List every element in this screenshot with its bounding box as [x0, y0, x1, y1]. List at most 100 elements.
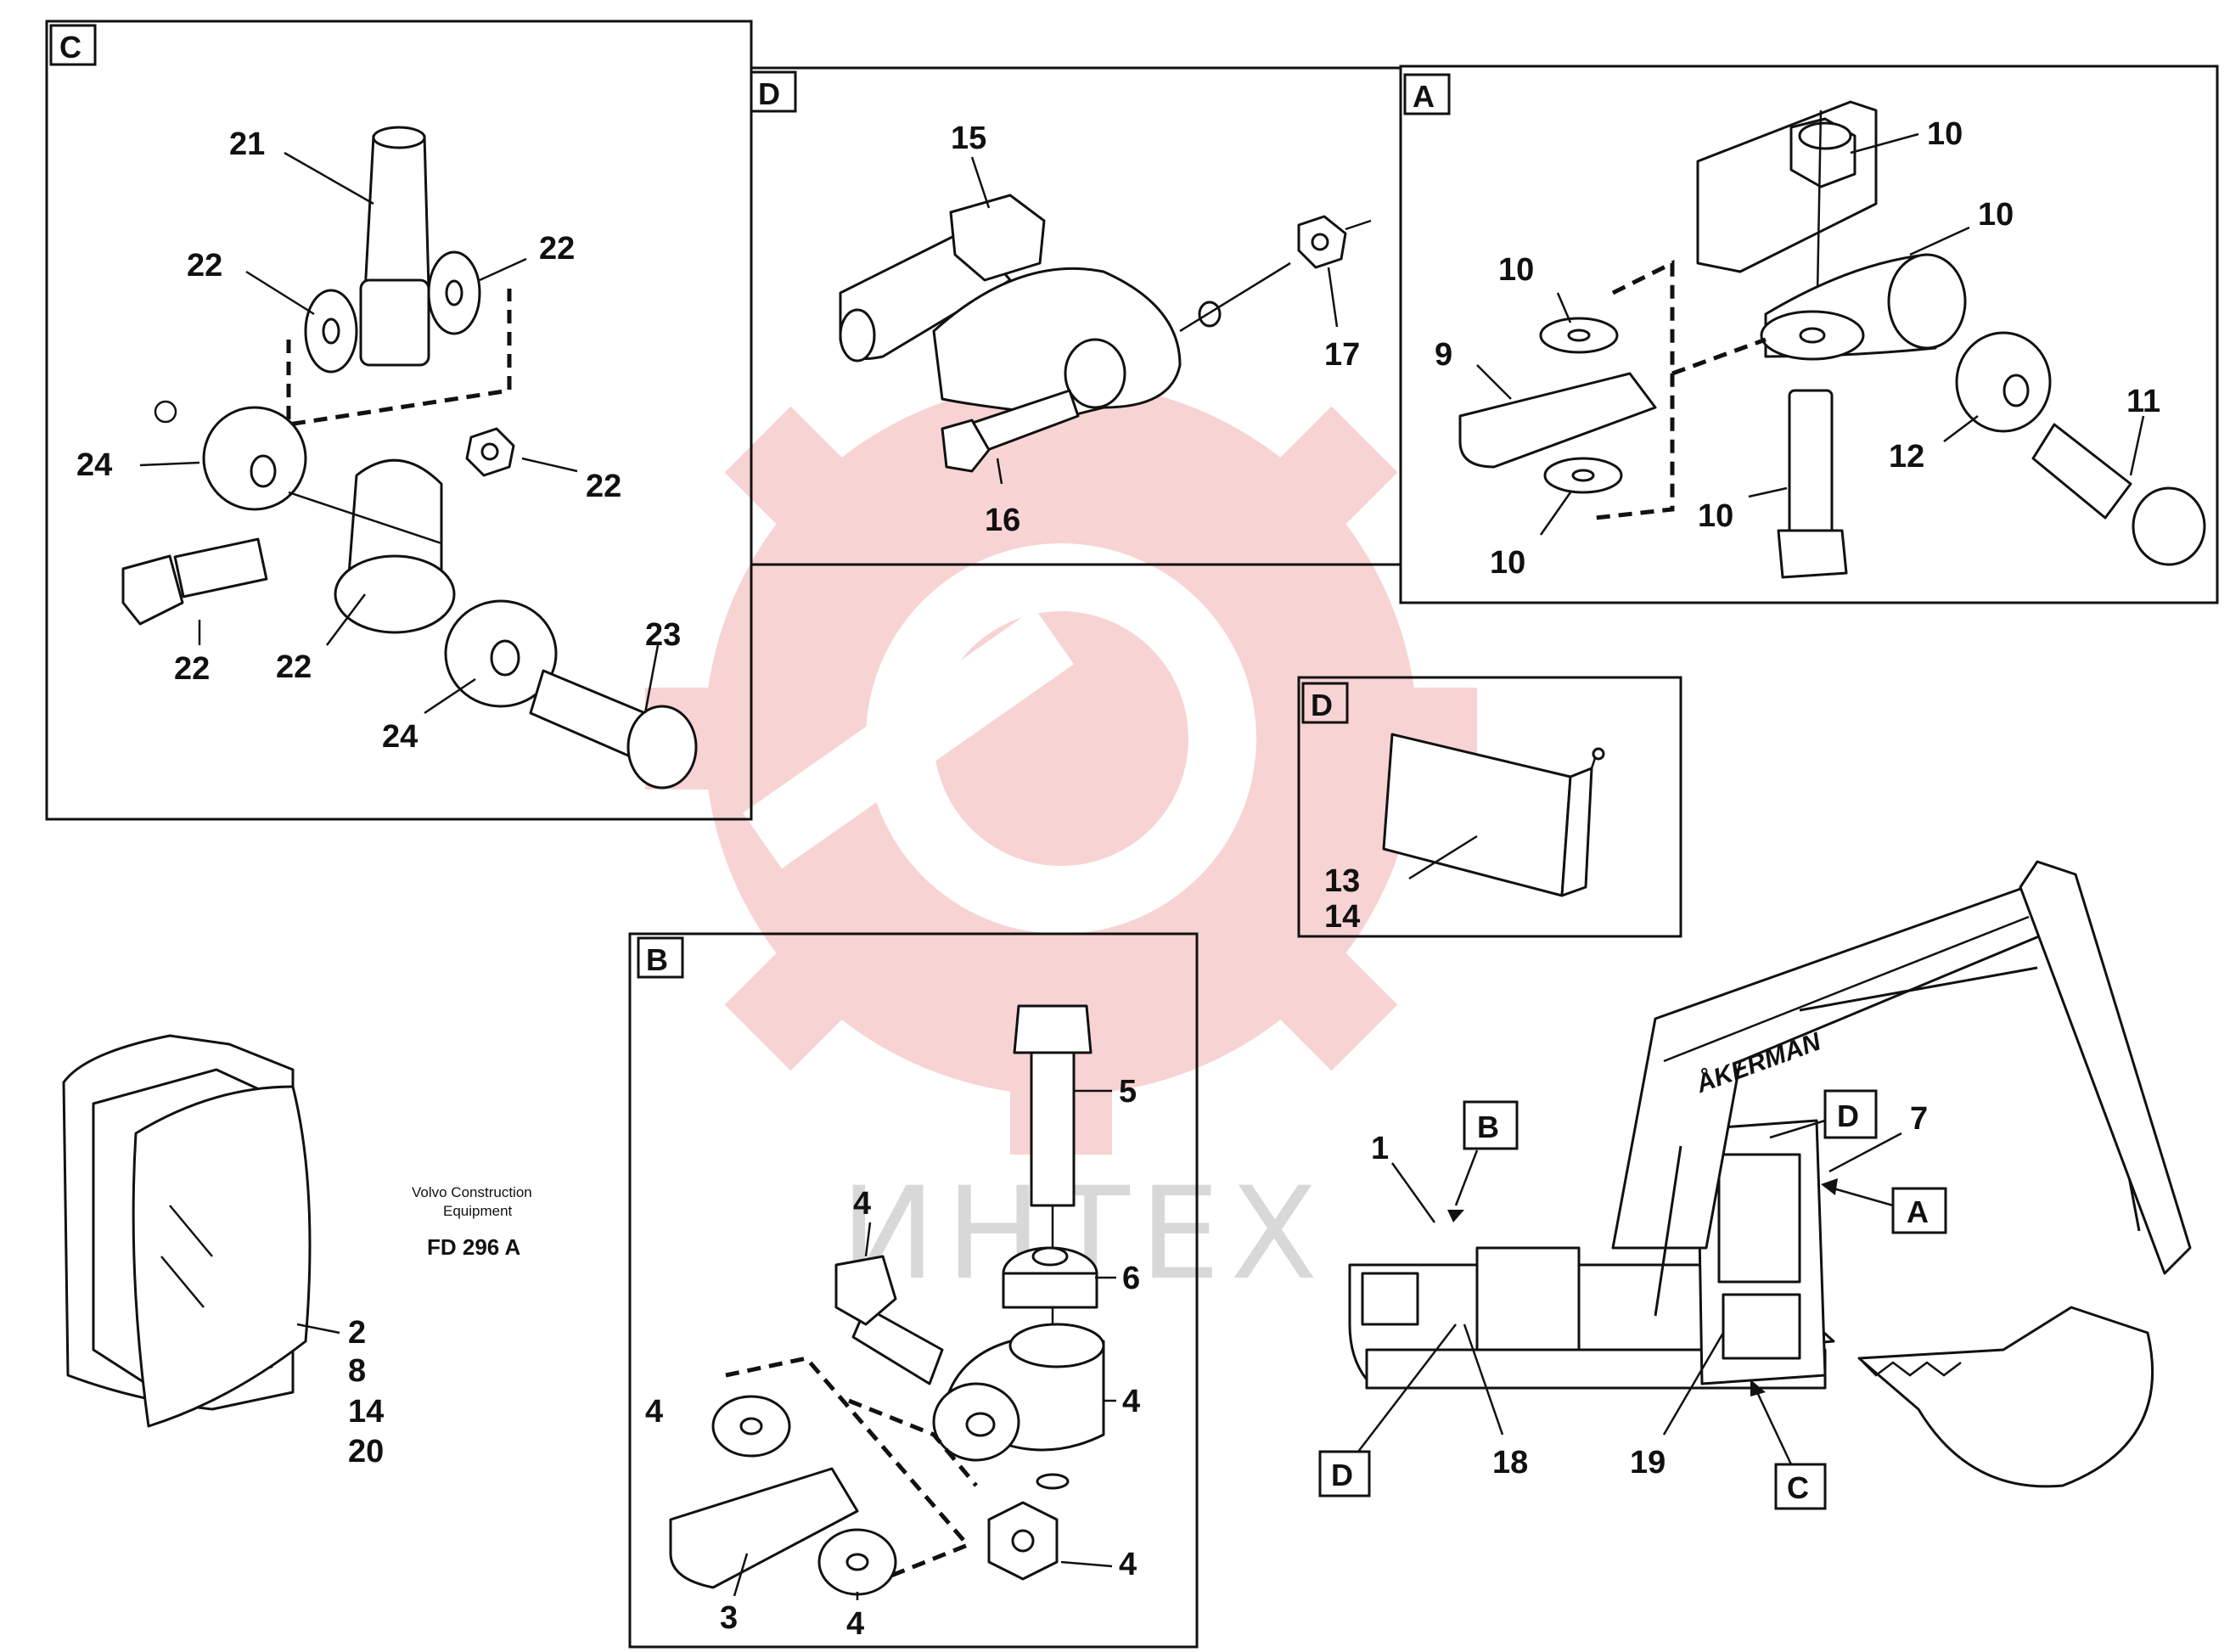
washer-small-b — [1036, 1473, 1070, 1490]
label: 22 — [276, 649, 312, 685]
panel-d-top: D 15 17 16 — [750, 66, 1402, 566]
label: 1 — [1371, 1131, 1389, 1166]
clamp-ring — [1887, 253, 1967, 350]
callout-d-top-box — [1823, 1089, 1878, 1139]
caption-line1: Volvo Construction — [412, 1184, 532, 1200]
panel-a: A 10 10 10 9 11 12 10 — [1399, 65, 2219, 604]
caption-line2: Equipment — [443, 1203, 513, 1219]
callout-a: A — [1907, 1194, 1929, 1229]
leader — [326, 593, 366, 646]
callout-d-bottom-box — [1318, 1450, 1371, 1497]
callout-c-arrow — [1755, 1391, 1793, 1465]
leader — [643, 644, 660, 714]
excavator-illustration: ÅKERMAN B D A D C 1 7 18 19 — [1318, 860, 2192, 1510]
label: 10 — [1927, 116, 1963, 152]
leader — [733, 1553, 749, 1597]
bolt-10-shank — [1788, 389, 1834, 537]
nut-4-hole — [1011, 1529, 1035, 1553]
dashed-link — [1595, 259, 1675, 520]
panel-a-tag: A — [1413, 79, 1435, 114]
lamp-pin-head — [1592, 747, 1605, 761]
label: 7 — [1910, 1101, 1928, 1137]
assembly-line — [288, 491, 442, 545]
panel-d2-tag-box — [1301, 682, 1349, 724]
label: 24 — [382, 719, 418, 755]
label: 20 — [348, 1434, 384, 1469]
dashed-link — [1671, 337, 1767, 376]
leader — [996, 458, 1003, 485]
nut-17-hole — [1311, 233, 1329, 251]
panel-a-tag-box — [1403, 73, 1451, 115]
bushing-6-body — [1002, 1272, 1098, 1309]
washer-right-hole — [445, 279, 463, 306]
callout-d-bottom: D — [1331, 1458, 1353, 1492]
label: 10 — [1498, 252, 1534, 288]
strap-3 — [669, 1467, 859, 1589]
label: 3 — [720, 1600, 738, 1636]
grommet-upper — [202, 406, 307, 511]
leader — [1539, 492, 1572, 536]
label: 22 — [586, 469, 621, 504]
washer-4a-hole — [739, 1417, 763, 1436]
label: 10 — [1490, 545, 1525, 581]
leader — [1662, 1332, 1725, 1436]
cab-door — [1722, 1293, 1801, 1360]
strap-9 — [1458, 372, 1657, 469]
panel-b-frame — [628, 932, 1199, 1649]
cab-window — [1717, 1153, 1801, 1284]
rod-21 — [363, 129, 430, 295]
leader — [1748, 486, 1788, 498]
boom-edge — [1663, 915, 2030, 1063]
assembly-line — [1179, 261, 1291, 333]
label: 17 — [1324, 337, 1360, 373]
label: 21 — [229, 126, 265, 162]
rod-tab — [359, 278, 430, 367]
mirror-part: 2 8 14 20 — [62, 1034, 384, 1469]
glass-reflection — [169, 1205, 213, 1257]
housing-hole — [1064, 338, 1126, 409]
label: 23 — [645, 617, 681, 653]
leader — [1408, 834, 1478, 880]
bolt-11-shank — [2031, 423, 2132, 520]
panel-c-tag: C — [59, 30, 81, 65]
label: 6 — [1122, 1261, 1140, 1296]
label: 5 — [1119, 1074, 1137, 1110]
leader — [864, 1222, 872, 1257]
label: 18 — [1492, 1445, 1528, 1481]
bolt-left-shank — [173, 537, 268, 598]
label: 22 — [539, 231, 575, 267]
nut-hole — [480, 442, 499, 461]
label: 4 — [853, 1186, 871, 1222]
label: 4 — [1119, 1547, 1137, 1582]
leader — [2129, 415, 2145, 476]
washer-small — [154, 400, 177, 424]
panel-d-tag: D — [758, 76, 780, 111]
label: 4 — [1122, 1384, 1140, 1419]
grommet-upper-hole — [250, 454, 277, 488]
label: 14 — [348, 1394, 384, 1430]
bracket-plate — [1696, 100, 1878, 273]
mirror-glass — [132, 1085, 312, 1428]
leader — [424, 677, 476, 715]
panel-d2-frame — [1297, 676, 1682, 938]
label: 14 — [1324, 899, 1360, 935]
leader — [521, 457, 578, 473]
callout-c: C — [1787, 1470, 1809, 1505]
panel-b: B 5 4 6 4 4 3 4 4 — [628, 932, 1199, 1649]
nut-top — [1798, 121, 1852, 150]
stick-arm — [2019, 860, 2192, 1275]
bolt-left-head — [121, 554, 184, 626]
rod-end — [372, 126, 426, 149]
washer-4b-hole — [845, 1553, 869, 1571]
leader — [245, 270, 315, 316]
leader — [1909, 226, 1970, 256]
panel-b-tag-box — [637, 936, 684, 979]
cylinder-boom — [1654, 1145, 1682, 1317]
panel-d-tag-box — [750, 70, 797, 113]
bucket-teeth — [1862, 1361, 1962, 1377]
lamp-side — [1560, 767, 1593, 897]
leader — [970, 156, 991, 209]
bolt-5-shank — [1030, 1051, 1076, 1207]
leader — [1476, 364, 1512, 400]
